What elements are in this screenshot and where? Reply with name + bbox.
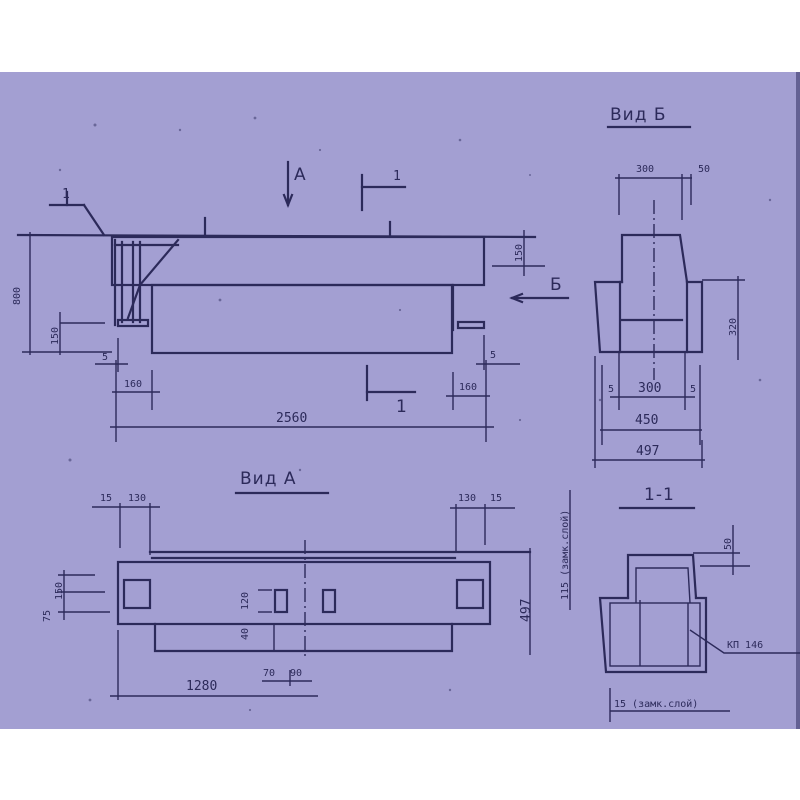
technical-drawing: 1 A 1 1 Б 800 15: [12, 105, 800, 722]
dim-length-2560: 2560: [276, 411, 307, 426]
callout-kp146: КП 146: [727, 640, 763, 651]
dim-a-gap-90: 90: [290, 668, 302, 679]
dim-lower-left-150: 150: [50, 327, 61, 345]
dim-a-hole-120: 120: [240, 592, 251, 610]
dim-b-gap-right-5: 5: [690, 384, 696, 395]
section-mark-bottom: 1: [396, 397, 408, 417]
dim-a-left-15: 15: [100, 493, 112, 504]
dim-a-half-1280: 1280: [186, 679, 217, 694]
dim-a-v-150: 150: [54, 582, 65, 600]
dim-b-height-320: 320: [728, 318, 739, 336]
dim-a-width-497: 497: [519, 599, 534, 622]
dim-height-800: 800: [12, 287, 23, 305]
view-b: Вид Б 300 50 320 5 300 5: [592, 105, 745, 468]
dim-a-v-75: 75: [42, 610, 53, 622]
section-1-1-title: 1-1: [644, 485, 675, 505]
dim-a-right-15: 15: [490, 493, 502, 504]
section-1-1: 1-1 50 КП 146 15 (замк.слой): [598, 485, 800, 722]
elevation-view: 1 A 1 1 Б 800 15: [12, 160, 570, 442]
dim-b-offset-50: 50: [698, 164, 710, 175]
section-mark-left: 1: [62, 187, 70, 202]
dim-support-right-160: 160: [459, 382, 477, 393]
dim-b-mid-450: 450: [635, 413, 658, 428]
dim-support-left-160: 160: [124, 379, 142, 390]
dim-a-left-130: 130: [128, 493, 146, 504]
dim-section-top-50: 50: [723, 538, 734, 550]
dim-b-overall-497: 497: [636, 444, 659, 459]
dim-a-hole-40: 40: [240, 628, 251, 640]
dim-b-top-300: 300: [636, 164, 654, 175]
layer-note-115: 115 (замк.слой): [559, 510, 571, 600]
dim-a-right-130: 130: [458, 493, 476, 504]
dim-top-slab-150: 150: [514, 244, 525, 262]
view-b-arrow-label: Б: [550, 275, 563, 295]
drawing-sheet: 1 A 1 1 Б 800 15: [0, 72, 800, 729]
dim-b-gap-left-5: 5: [608, 384, 614, 395]
section-mark-top: 1: [393, 169, 401, 184]
view-a-title: Вид А: [240, 469, 297, 489]
paper-specks: [58, 116, 772, 712]
sheet-edge: [796, 72, 800, 729]
dim-gap-right-5: 5: [490, 350, 496, 361]
view-a: Вид А 15 130 130 15: [42, 469, 571, 700]
dim-b-inner-300: 300: [638, 381, 661, 396]
dim-gap-left-5: 5: [102, 352, 108, 363]
view-b-title: Вид Б: [610, 105, 667, 125]
dim-a-hole-70: 70: [263, 668, 275, 679]
view-a-arrow-label: A: [294, 165, 307, 185]
layer-note-15: 15 (замк.слой): [614, 698, 698, 710]
